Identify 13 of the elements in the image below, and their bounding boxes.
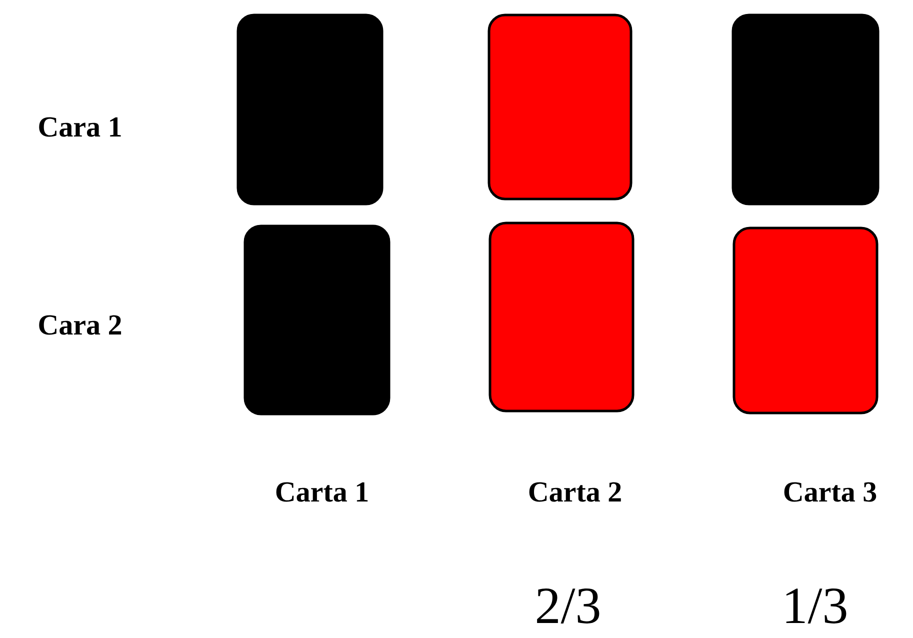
- row-label: Cara 1: [39, 117, 121, 137]
- probability-value: 1/3: [786, 588, 846, 624]
- card: [488, 14, 632, 200]
- column-label: Carta 3: [784, 482, 876, 502]
- card: [732, 226, 878, 414]
- card: [236, 14, 384, 206]
- column-label: Carta 2: [529, 482, 621, 502]
- probability-value: 2/3: [537, 588, 600, 624]
- card: [488, 222, 634, 412]
- card: [244, 224, 390, 416]
- row-label: Cara 2: [39, 315, 122, 335]
- column-label: Carta 1: [276, 482, 368, 502]
- card: [732, 14, 880, 206]
